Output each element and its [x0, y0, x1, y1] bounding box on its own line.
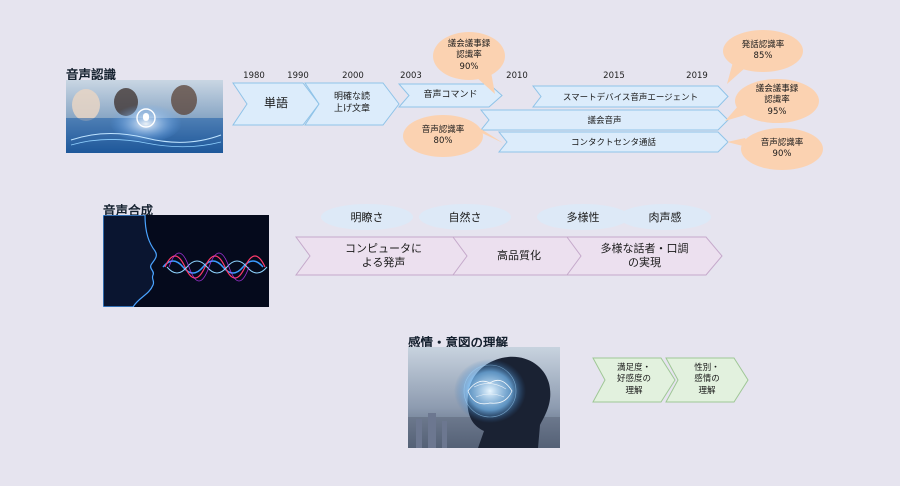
step-read-speech: 明確な読 上げ文章 — [304, 82, 400, 126]
bubble-parliament-rate-95: 議会議事録 認識率 95% — [725, 79, 819, 123]
bubble-parliament-rate-90: 議会議事録 認識率 90% — [433, 32, 505, 94]
cloud-live-voice: 肉声感 — [619, 204, 711, 230]
bar-parliament-audio: 議会音声 — [479, 109, 729, 131]
year-2003: 2003 — [400, 71, 422, 81]
speech-recognition-title: 音声認識 — [66, 67, 117, 82]
cloud-diversity: 多様性 — [537, 204, 629, 230]
emotion-title: 感情・意図の理解 — [408, 335, 509, 350]
step-gender-emotion: 性別・ 感情の 理解 — [665, 357, 749, 403]
bubble-command-rate-80: 音声認識率 80% — [403, 115, 503, 157]
cloud-clarity: 明瞭さ — [321, 204, 413, 230]
year-1990: 1990 — [287, 71, 309, 81]
step-voice-command: 音声コマンド — [397, 83, 503, 108]
step-word: 単語 — [232, 82, 320, 126]
step-high-quality: 高品質化 — [452, 236, 586, 276]
speech-recognition-photo — [66, 80, 223, 153]
year-1980: 1980 — [243, 71, 265, 81]
year-2015: 2015 — [603, 71, 625, 81]
emotion-photo — [408, 347, 560, 448]
year-2019: 2019 — [686, 71, 708, 81]
step-computer-voice: コンピュータに よる発声 — [295, 236, 472, 276]
step-diverse-speakers: 多様な話者・口調 の実現 — [566, 236, 723, 276]
bubble-contact-rate-90: 音声認識率 90% — [727, 128, 823, 170]
bar-smart-device-agent: スマートデバイス音声エージェント — [531, 85, 729, 108]
step-satisfaction: 満足度・ 好感度の 理解 — [592, 357, 676, 403]
speech-synthesis-photo — [103, 215, 269, 307]
bubble-utterance-rate-85: 発話認識率 85% — [723, 30, 803, 84]
year-2010: 2010 — [506, 71, 528, 81]
bar-contact-center: コンタクトセンタ通話 — [497, 131, 729, 153]
year-2000: 2000 — [342, 71, 364, 81]
cloud-naturalness: 自然さ — [419, 204, 511, 230]
speech-synthesis-title: 音声合成 — [103, 203, 154, 218]
